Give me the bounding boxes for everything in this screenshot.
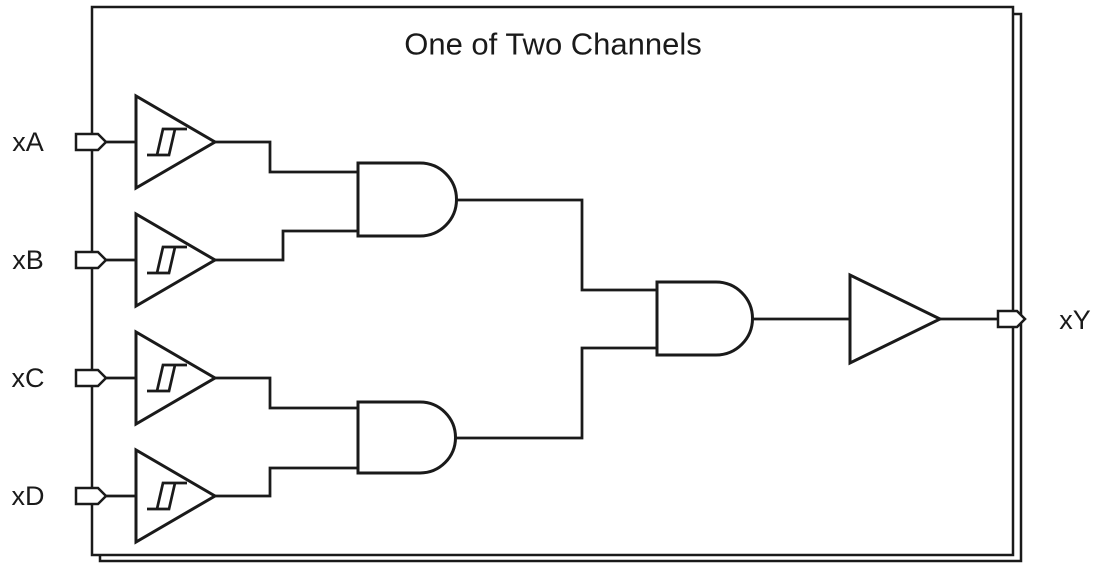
input-label-xd: xD — [12, 481, 45, 511]
input-pin-xd — [74, 486, 108, 506]
wire-and2-to-and3 — [455, 346, 657, 440]
hysteresis-icon — [147, 363, 187, 393]
wire-buffer-xd-to-and2 — [215, 466, 358, 498]
buffer-triangle — [134, 447, 218, 545]
buffer-triangle — [134, 93, 218, 191]
wire-buffer-xb-to-and1 — [215, 229, 358, 262]
and-gate-1 — [356, 161, 458, 238]
output-buffer — [848, 272, 944, 366]
schmitt-buffer-xc — [134, 329, 218, 427]
buffer-triangle — [134, 211, 218, 309]
schmitt-buffer-xd — [134, 447, 218, 545]
schmitt-buffer-xb — [134, 211, 218, 309]
input-label-xa: xA — [12, 127, 44, 157]
output-label: xY — [1059, 305, 1091, 335]
output-pin — [996, 309, 1027, 329]
hysteresis-icon — [147, 245, 187, 275]
input-label-xc: xC — [12, 363, 45, 393]
input-pin-xa — [74, 132, 108, 152]
channel-stack — [90, 5, 1023, 563]
diagram-title: One of Two Channels — [404, 27, 702, 62]
wire-and1-to-and3 — [456, 198, 657, 292]
input-pin-xb — [74, 250, 108, 270]
input-pin-xc — [74, 368, 108, 388]
hysteresis-icon — [147, 127, 187, 157]
buffer-triangle — [134, 329, 218, 427]
wire-buffer-xa-to-and1 — [215, 140, 358, 174]
schmitt-buffer-xa — [134, 93, 218, 191]
wire-buffer-xc-to-and2 — [215, 376, 358, 410]
input-label-xb: xB — [12, 245, 44, 275]
hysteresis-icon — [147, 481, 187, 511]
and-gate-3 — [655, 280, 754, 357]
and-gate-2 — [356, 400, 457, 475]
channel-box — [90, 5, 1015, 557]
